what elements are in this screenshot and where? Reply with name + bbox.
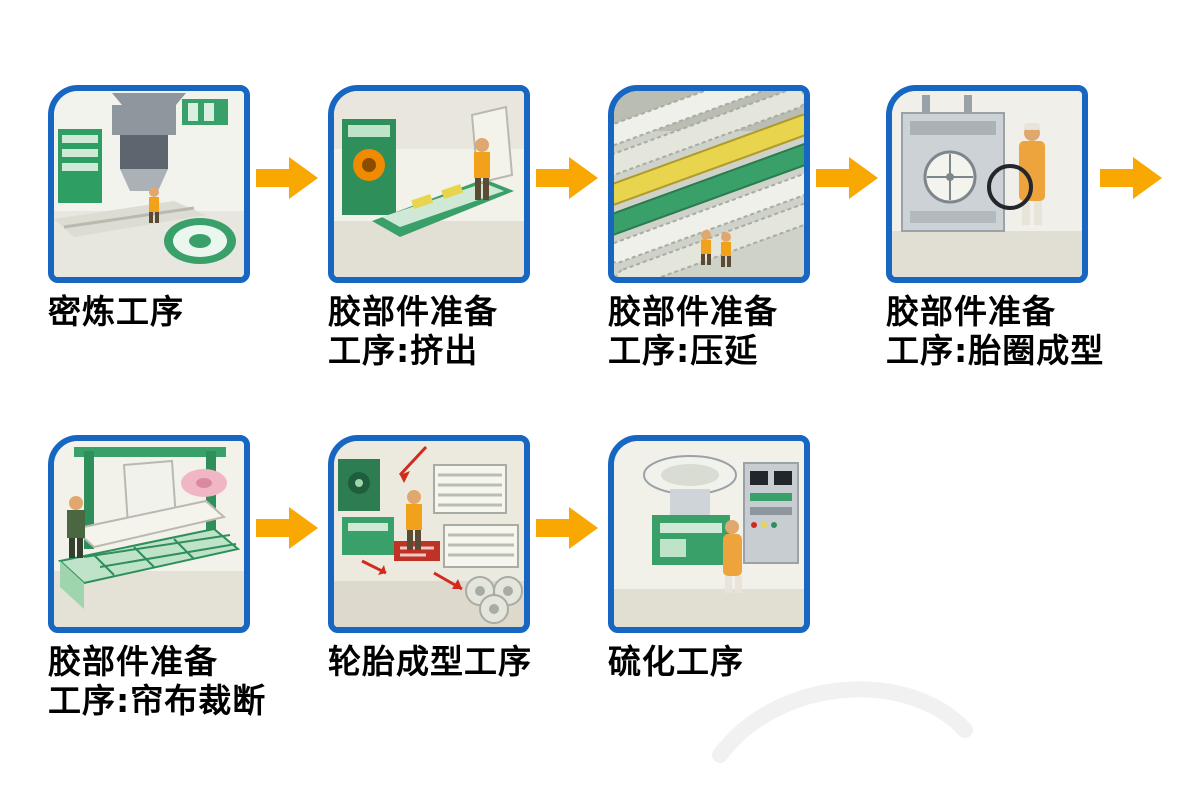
flow-arrow-icon [536,157,598,199]
step-label-curing: 硫化工序 [608,642,744,681]
step-label-line: 工序:帘布裁断 [48,681,267,720]
step-label-line: 胶部件准备 [608,292,778,331]
flow-arrow-icon [256,157,318,199]
step-label-line: 工序:胎圈成型 [886,331,1105,370]
step-label-line: 工序:挤出 [328,331,479,370]
step-panel-extrusion [328,85,530,283]
flow-arrow-icon [816,157,878,199]
calendering-illustration [614,91,804,277]
step-panel-mixing [48,85,250,283]
mixing-illustration [54,91,244,277]
step-panel-bead-forming [886,85,1088,283]
flow-arrow-icon [256,507,318,549]
step-label-calendering: 胶部件准备 工序:压延 [608,292,778,370]
step-label-line: 工序:压延 [608,331,759,370]
step-panel-curing [608,435,810,633]
step-label-line: 胶部件准备 [886,292,1056,331]
step-panel-tire-building [328,435,530,633]
flow-arrow-icon [1100,157,1162,199]
curing-illustration [614,441,804,627]
step-label-mixing: 密炼工序 [48,292,184,331]
step-label-line: 胶部件准备 [48,642,218,681]
tire-building-illustration [334,441,524,627]
step-label-cord-cutting: 胶部件准备 工序:帘布裁断 [48,642,266,720]
step-label-line: 轮胎成型工序 [328,642,532,681]
step-label-line: 硫化工序 [608,642,744,681]
step-label-extrusion: 胶部件准备 工序:挤出 [328,292,498,370]
extrusion-illustration [334,91,524,277]
step-label-line: 胶部件准备 [328,292,498,331]
bead-forming-illustration [892,91,1082,277]
flow-arrow-icon [536,507,598,549]
step-label-bead-forming: 胶部件准备 工序:胎圈成型 [886,292,1104,370]
step-label-tire-building: 轮胎成型工序 [328,642,532,681]
cord-cutting-illustration [54,441,244,627]
step-panel-cord-cutting [48,435,250,633]
step-label-line: 密炼工序 [48,292,184,331]
step-panel-calendering [608,85,810,283]
